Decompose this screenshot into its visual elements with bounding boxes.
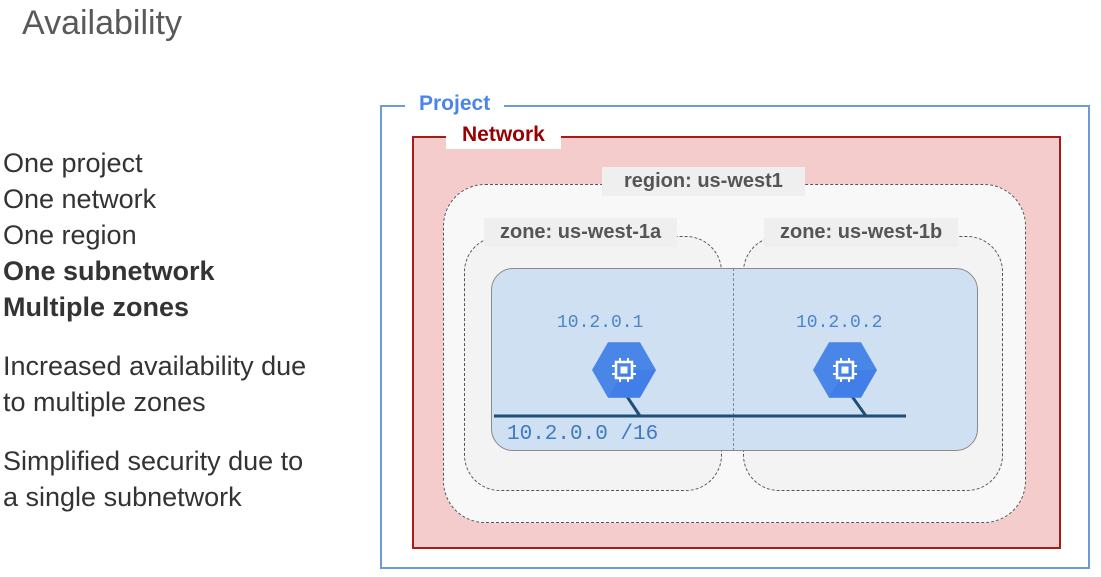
bullet-security-line1: Simplified security due to bbox=[3, 446, 304, 476]
project-box bbox=[380, 105, 1090, 569]
bullet-one-project: One project bbox=[3, 148, 143, 178]
subnet-box bbox=[491, 268, 978, 451]
vm-a-ip: 10.2.0.1 bbox=[557, 313, 644, 333]
slide-title: Availability bbox=[22, 4, 183, 42]
bullet-availability-line1: Increased availability due bbox=[3, 351, 307, 381]
bullet-one-network: One network bbox=[3, 184, 157, 214]
compute-engine-icon bbox=[592, 342, 656, 398]
bullet-one-subnetwork: One subnetwork bbox=[3, 256, 215, 286]
network-label: Network bbox=[446, 121, 561, 149]
vm-a-connector bbox=[624, 394, 642, 417]
bullet-security-line2: a single subnetwork bbox=[3, 482, 242, 512]
vm-b-connector bbox=[849, 394, 868, 417]
zone-divider bbox=[733, 268, 734, 451]
vm-b-ip: 10.2.0.2 bbox=[796, 313, 883, 333]
bullet-one-region: One region bbox=[3, 220, 137, 250]
project-label: Project bbox=[405, 90, 505, 118]
zone-a-label: zone: us-west-1a bbox=[484, 218, 678, 247]
region-label: region: us-west1 bbox=[602, 167, 805, 196]
bullet-multiple-zones: Multiple zones bbox=[3, 292, 190, 322]
compute-engine-icon bbox=[813, 342, 877, 398]
bullet-list: One project One network One region One s… bbox=[3, 145, 306, 515]
zone-b-label: zone: us-west-1b bbox=[764, 218, 959, 247]
bullet-availability-line2: to multiple zones bbox=[3, 387, 206, 417]
subnet-cidr-label: 10.2.0.0 /16 bbox=[507, 423, 659, 446]
